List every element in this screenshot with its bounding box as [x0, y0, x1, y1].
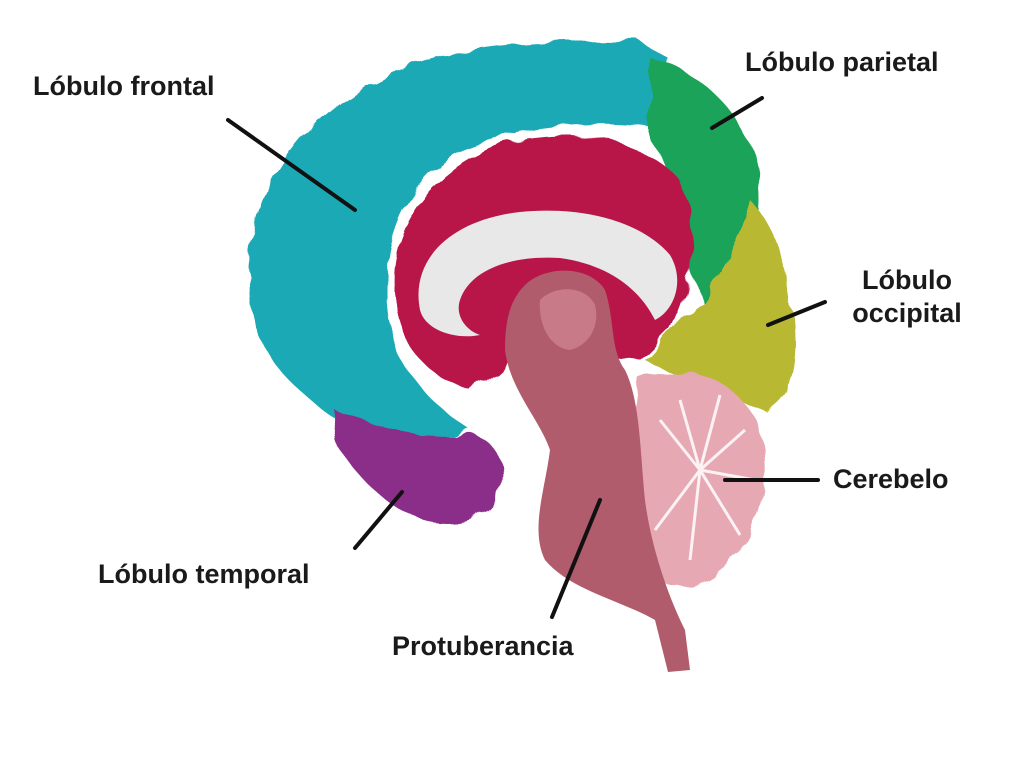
label-occipital-line1: Lóbulo: [862, 265, 952, 295]
leader-lines: [226, 96, 827, 619]
brainstem-region: [505, 270, 690, 672]
label-lobulo-occipital: Lóbulo occipital: [842, 264, 972, 330]
leader-line-parietal: [710, 96, 764, 130]
frontal-lobe-region: [248, 41, 669, 442]
leader-line-protuberancia: [550, 498, 602, 619]
parietal-lobe-region: [650, 58, 760, 300]
label-lobulo-temporal: Lóbulo temporal: [98, 559, 310, 589]
leader-line-temporal: [353, 490, 404, 550]
label-occipital-line2: occipital: [852, 298, 962, 328]
leader-line-occipital: [766, 300, 827, 327]
cerebellum-branches: [653, 394, 756, 561]
corpus-callosum-region: [418, 210, 678, 337]
label-lobulo-frontal: Lóbulo frontal: [33, 71, 215, 101]
thalamus-highlight: [539, 289, 597, 350]
temporal-lobe-region: [330, 405, 502, 524]
label-lobulo-parietal: Lóbulo parietal: [745, 47, 939, 77]
leader-line-frontal: [226, 118, 357, 212]
label-cerebelo: Cerebelo: [833, 464, 949, 494]
label-protuberancia: Protuberancia: [392, 631, 574, 661]
occipital-lobe-region: [645, 200, 795, 410]
cingulate-region: [393, 136, 693, 390]
